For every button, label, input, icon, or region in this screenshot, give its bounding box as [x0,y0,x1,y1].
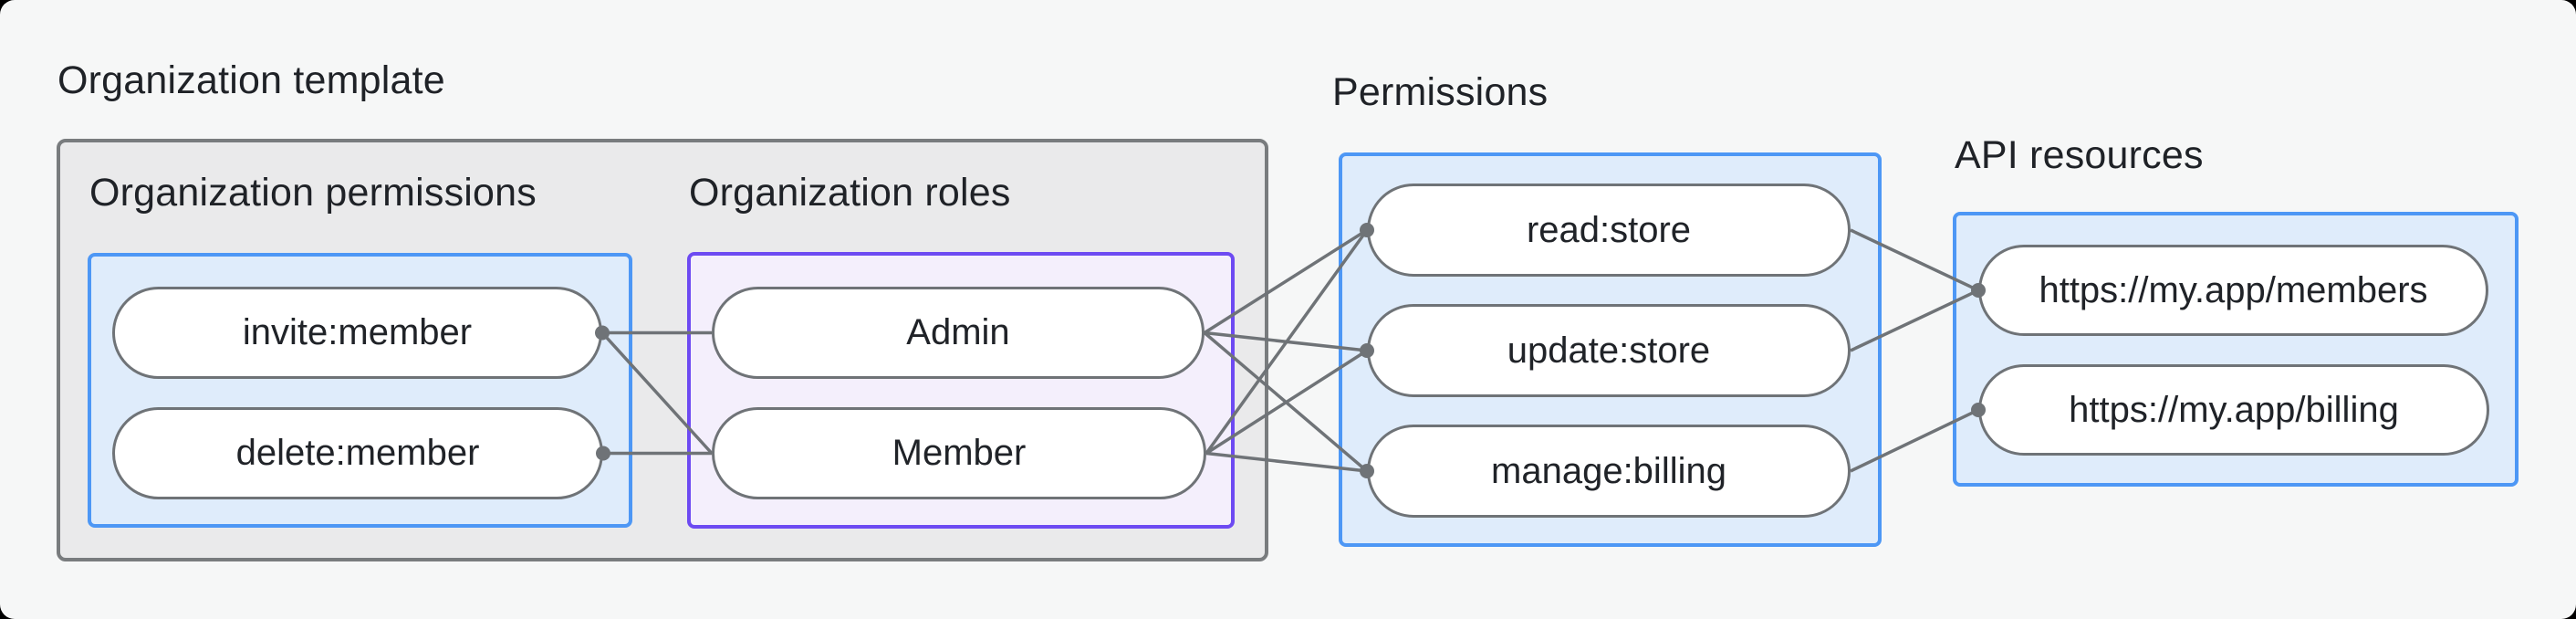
node-invite-member-label: invite:member [242,312,473,352]
org-permissions-title: Organization permissions [89,171,537,215]
node-member-role: Member [712,407,1206,499]
node-update-store: update:store [1367,304,1851,397]
node-read-store-label: read:store [1526,209,1692,250]
node-invite-member: invite:member [112,287,602,379]
node-update-store-label: update:store [1507,330,1711,371]
api-resources-title: API resources [1955,133,2204,177]
node-members-api-url-label: https://my.app/members [2039,269,2428,310]
node-billing-api-url-label: https://my.app/billing [2069,389,2399,430]
node-read-store: read:store [1367,184,1851,277]
node-manage-billing: manage:billing [1367,425,1851,518]
org-template-title: Organization template [57,58,445,102]
node-delete-member-label: delete:member [235,433,480,473]
node-billing-api-url: https://my.app/billing [1978,364,2489,456]
permissions-title: Permissions [1332,70,1549,114]
node-delete-member: delete:member [112,407,603,499]
node-admin-role-label: Admin [906,312,1010,352]
org-roles-title: Organization roles [689,171,1011,215]
node-members-api-url: https://my.app/members [1978,245,2488,336]
node-manage-billing-label: manage:billing [1491,450,1726,491]
node-admin-role: Admin [712,287,1205,379]
node-member-role-label: Member [892,433,1027,473]
